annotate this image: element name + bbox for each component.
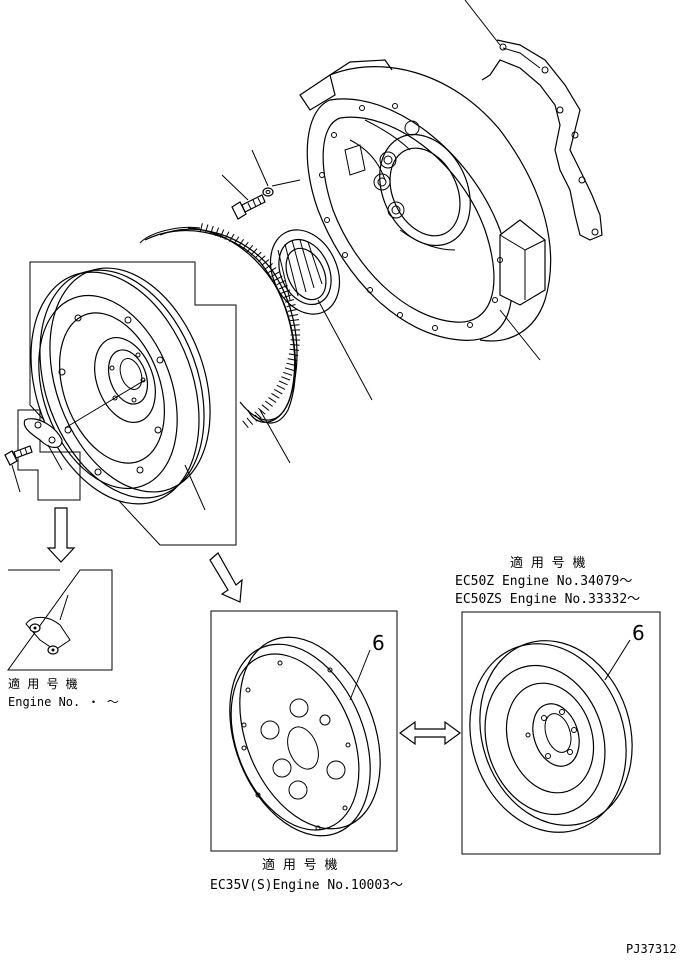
- flywheel-main: [30, 267, 211, 511]
- housing-washer: [251, 149, 301, 197]
- gear-tooth: [238, 239, 245, 247]
- right-part-callout: 6: [632, 621, 645, 645]
- lock-plate-detail-box: [7, 569, 113, 671]
- gear-tooth: [258, 407, 266, 415]
- gear-tooth: [288, 353, 299, 356]
- gear-tooth: [276, 384, 286, 390]
- gear-tooth: [271, 392, 280, 399]
- gear-tooth: [233, 236, 240, 245]
- housing-gasket: [464, 0, 603, 241]
- right-applicability-line2: EC50ZS Engine No.33332～: [455, 592, 640, 607]
- gear-tooth: [224, 231, 230, 240]
- gear-tooth: [265, 400, 273, 407]
- gear-tooth: [268, 267, 277, 274]
- variant-box-ec50z: [461, 611, 661, 855]
- gear-tooth: [283, 371, 293, 376]
- arrow-down-icon: [46, 507, 76, 563]
- gear-tooth: [290, 324, 300, 326]
- gear-tooth: [289, 319, 299, 322]
- gear-tooth: [261, 259, 270, 266]
- right-applicability-heading: 適 用 号 機: [510, 555, 585, 571]
- figure-code: PJ37312: [626, 942, 677, 956]
- gear-tooth: [250, 414, 258, 422]
- gear-tooth: [265, 263, 273, 270]
- gear-tooth: [288, 314, 299, 317]
- double-arrow-icon: [398, 720, 462, 746]
- gear-tooth: [261, 404, 270, 411]
- gear-tooth: [242, 420, 249, 429]
- arrow-diagonal-icon: [209, 552, 243, 603]
- flywheel-bolt: [4, 444, 63, 493]
- flange-bolt-holes: [319, 103, 503, 331]
- gear-tooth: [284, 367, 295, 371]
- middle-part-callout: 6: [372, 631, 385, 655]
- gear-tooth: [273, 388, 283, 395]
- right-applicability-line1: EC50Z Engine No.34079～: [455, 574, 632, 589]
- small-box-applicability-heading: 適 用 号 機: [8, 676, 78, 691]
- gear-tooth: [204, 224, 209, 234]
- gear-tooth: [246, 244, 254, 253]
- gear-tooth: [276, 280, 286, 286]
- gear-tooth: [281, 289, 291, 294]
- gear-tooth: [284, 299, 295, 303]
- gear-tooth: [199, 223, 203, 232]
- gear-tooth: [287, 358, 298, 361]
- flywheel-housing: [299, 59, 552, 361]
- gear-tooth: [286, 362, 296, 366]
- gear-tooth: [283, 294, 293, 299]
- gear-tooth: [250, 248, 258, 256]
- variant-box-ec35v: [210, 610, 398, 852]
- ring-gear: [139, 223, 301, 464]
- gear-tooth: [258, 255, 266, 263]
- gear-tooth: [278, 380, 288, 386]
- gear-tooth: [214, 227, 220, 236]
- gear-tooth: [287, 309, 298, 312]
- gear-tooth: [268, 396, 277, 403]
- ring-gear-teeth: [199, 223, 301, 429]
- gear-tooth: [271, 271, 280, 278]
- lock-plate-group: [17, 409, 81, 501]
- gear-tooth: [246, 417, 254, 426]
- gear-tooth: [289, 348, 299, 351]
- gear-tooth: [290, 344, 300, 346]
- housing-bolt: [221, 174, 266, 220]
- middle-applicability-heading: 適 用 号 機: [262, 857, 337, 873]
- middle-applicability-text: EC35V(S)Engine No.10003～: [210, 878, 403, 893]
- gear-tooth: [209, 225, 214, 235]
- gear-tooth: [286, 304, 296, 308]
- gear-tooth: [242, 241, 249, 250]
- gear-tooth: [281, 376, 291, 381]
- gear-tooth: [273, 275, 283, 282]
- gear-tooth: [219, 229, 225, 238]
- gear-tooth: [278, 284, 288, 290]
- gear-tooth: [254, 411, 262, 419]
- gear-tooth: [229, 233, 235, 242]
- gear-tooth: [254, 251, 262, 259]
- small-box-applicability-text: Engine No. ・ ～: [8, 695, 119, 709]
